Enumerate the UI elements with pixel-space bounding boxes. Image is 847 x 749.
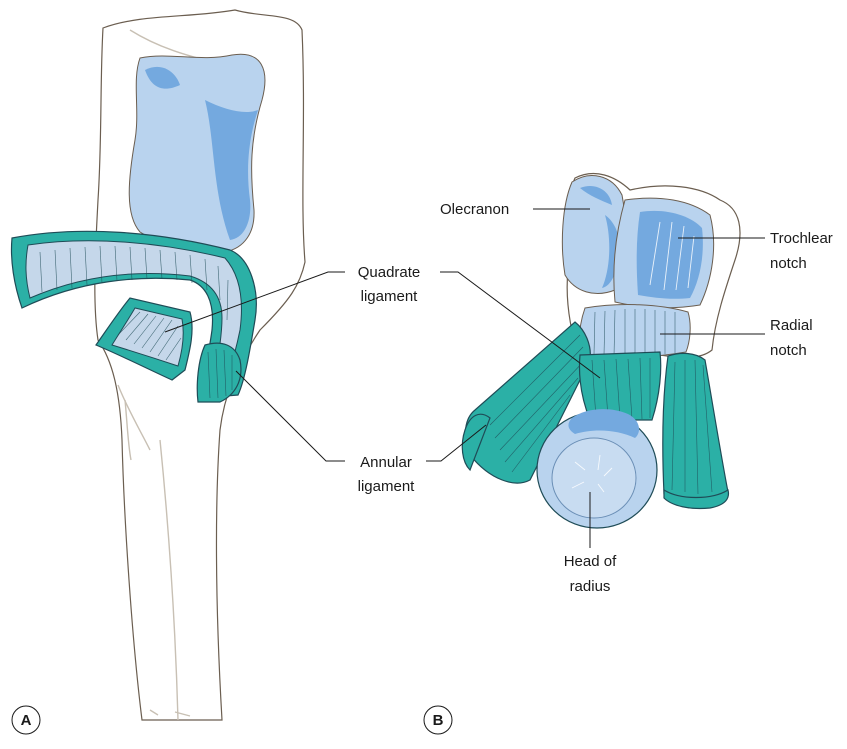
panel-a-ulna-view	[11, 10, 305, 720]
label-trochlear-line1: Trochlear	[770, 230, 833, 247]
quadrate-ligament-b	[579, 352, 660, 420]
label-olecranon: Olecranon	[440, 201, 509, 218]
label-head-radius-line2: radius	[570, 578, 611, 595]
label-radial-line1: Radial	[770, 317, 813, 334]
label-quadrate-line2: ligament	[361, 288, 419, 305]
panel-letters: A B	[12, 706, 452, 734]
panel-a-letter: A	[21, 712, 32, 729]
label-radial-line2: notch	[770, 342, 807, 359]
trochlear-notch-dark	[637, 211, 703, 299]
panel-b-proximal-view	[462, 174, 740, 528]
annular-leader	[236, 371, 345, 461]
label-quadrate-line1: Quadrate	[358, 264, 421, 281]
radius-articular-fovea	[552, 438, 636, 518]
label-annular-line1: Annular	[360, 454, 412, 471]
panel-b-letter: B	[433, 712, 444, 729]
label-annular-line2: ligament	[358, 478, 416, 495]
label-head-radius-line1: Head of	[564, 553, 617, 570]
label-trochlear-line2: notch	[770, 255, 807, 272]
